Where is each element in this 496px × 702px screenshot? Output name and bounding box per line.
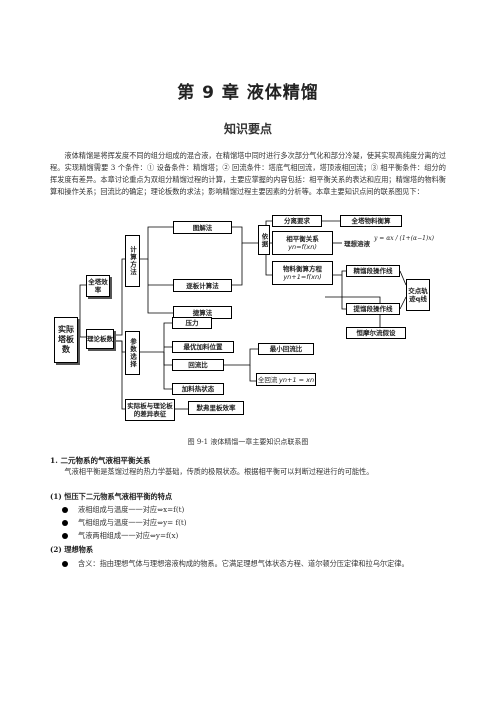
node-q-line: 交点轨迹q线 (406, 279, 430, 311)
node-optimal-feed-position: 最优加料位置 (172, 341, 234, 353)
figure-caption: 图 9-1 液体精馏一章主要知识点联系图 (187, 438, 309, 446)
diagram-connectors (79, 220, 407, 410)
bullet-text: 气相组成与温度一一对应⇔y= f(t) (78, 518, 187, 527)
bullet-dot-icon (62, 520, 68, 526)
bullet-dot-icon (62, 561, 68, 567)
equilibrium-equation: yn=f(xn) (288, 243, 317, 251)
node-operating-balance: 物料衡算方程 yn+1=f(xn) (272, 261, 333, 285)
node-ideal-solution: 理想溶液 (344, 240, 370, 248)
node-minimum-reflux: 最小回流比 (258, 343, 314, 355)
section-1-text: 气液相平衡是蒸馏过程的热力学基础，传质的极限状态。根据相平衡可以判断过程进行的可… (64, 467, 374, 476)
node-overall-efficiency: 全塔效率 (86, 275, 110, 297)
node-tray-difference: 实际板与理论板的差异表征 (125, 399, 175, 421)
node-theoretical-trays: 理论板数 (86, 329, 114, 349)
node-graphical-method: 图解法 (173, 221, 232, 234)
total-reflux-equation: yn+1 = xn (279, 375, 315, 384)
bullet-dot-icon (62, 507, 68, 513)
total-reflux-label: 全回流 (257, 375, 278, 384)
node-stripping-line: 提馏段操作线 (346, 303, 400, 315)
bullet-text: 液相组成与温度一一对应⇔x=f(t) (78, 505, 185, 514)
node-stepwise-method: 逐板计算法 (173, 279, 232, 292)
node-constant-molar-overflow: 恒摩尔流假设 (346, 327, 406, 339)
node-equilibrium: 相平衡关系 yn=f(xn) (272, 231, 333, 255)
node-pressure: 压力 (172, 317, 212, 329)
chapter-title: 第 9 章 液体精馏 (177, 83, 319, 103)
operating-equation: yn+1=f(xn) (283, 273, 322, 281)
operating-label: 物料衡算方程 (283, 265, 322, 273)
ideal-solution-equation: y = αx / (1+(α−1)x) (374, 235, 434, 242)
bullet-text: 气液两相组成一一对应⇔y=f(x) (78, 531, 179, 540)
subsection-1-title: (1) 恒压下二元物系气液相平衡的特点 (50, 492, 173, 501)
node-feed-thermal-state: 加料热状态 (172, 383, 224, 395)
node-actual-trays: 实际塔板数 (54, 317, 78, 363)
section-1-title: 1. 二元物系的气液相平衡关系 (50, 456, 151, 465)
subsection-2-title: (2) 理想物系 (50, 545, 94, 554)
equilibrium-label: 相平衡关系 (286, 235, 319, 243)
node-parameter-selection: 参数选择 (125, 331, 140, 375)
bullet-item: 液相组成与温度一一对应⇔x=f(t) (62, 505, 184, 515)
subsection-2-text-body: 含义：指由理想气体与理想溶液构成的物系。它满足理想气体状态方程、道尔顿分压定律和… (78, 559, 409, 568)
node-reflux-ratio: 回流比 (172, 359, 224, 371)
node-overall-balance: 全塔物料衡算 (340, 215, 402, 227)
bullet-item: 气相组成与温度一一对应⇔y= f(t) (62, 518, 187, 528)
node-total-reflux: 全回流 yn+1 = xn (256, 373, 316, 386)
node-rectifying-line: 精馏段操作线 (346, 265, 400, 277)
section-subtitle: 知识要点 (223, 122, 272, 136)
bullet-item: 气液两相组成一一对应⇔y=f(x) (62, 531, 178, 541)
node-basis: 依据 (258, 225, 270, 255)
node-calculation-methods: 计算方法 (125, 235, 140, 287)
bullet-dot-icon (62, 533, 68, 539)
node-separation-requirement: 分离要求 (272, 215, 322, 227)
intro-paragraph: 液体精馏是将挥发度不同的组分组成的混合液，在精馏塔中同时进行多次部分气化和部分冷… (50, 151, 446, 196)
node-murphree-efficiency: 默弗里板效率 (188, 401, 244, 415)
subsection-2-text: 含义：指由理想气体与理想溶液构成的物系。它满足理想气体状态方程、道尔顿分压定律和… (62, 558, 446, 569)
knowledge-map-diagram: 实际塔板数 全塔效率 理论板数 计算方法 图解法 逐板计算法 捷算法 依据 分离… (50, 213, 446, 428)
